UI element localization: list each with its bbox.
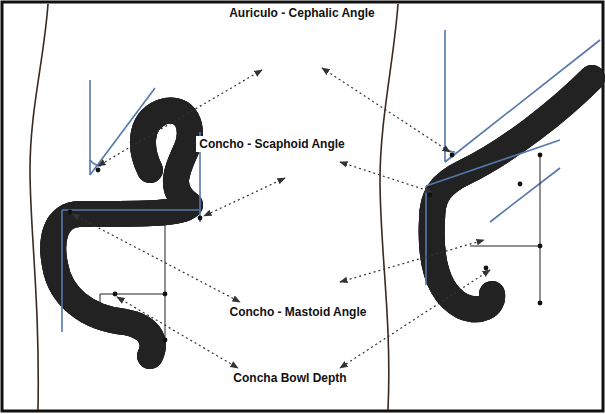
measure-dots bbox=[68, 153, 543, 343]
right-ear-section bbox=[432, 78, 592, 309]
angle-label: Auriculo - Cephalic Angle bbox=[226, 5, 378, 21]
angle-label: Concho - Scaphoid Angle bbox=[196, 136, 348, 152]
angle-label: Concho - Mastoid Angle bbox=[227, 304, 370, 320]
measure-lines bbox=[62, 30, 600, 332]
left-ear-section bbox=[53, 110, 190, 356]
head-outline bbox=[30, 4, 48, 410]
head-outline bbox=[380, 4, 398, 410]
angle-label: Concha Bowl Depth bbox=[230, 370, 349, 386]
depth-lines bbox=[100, 155, 540, 345]
leader-arrows bbox=[72, 68, 490, 368]
